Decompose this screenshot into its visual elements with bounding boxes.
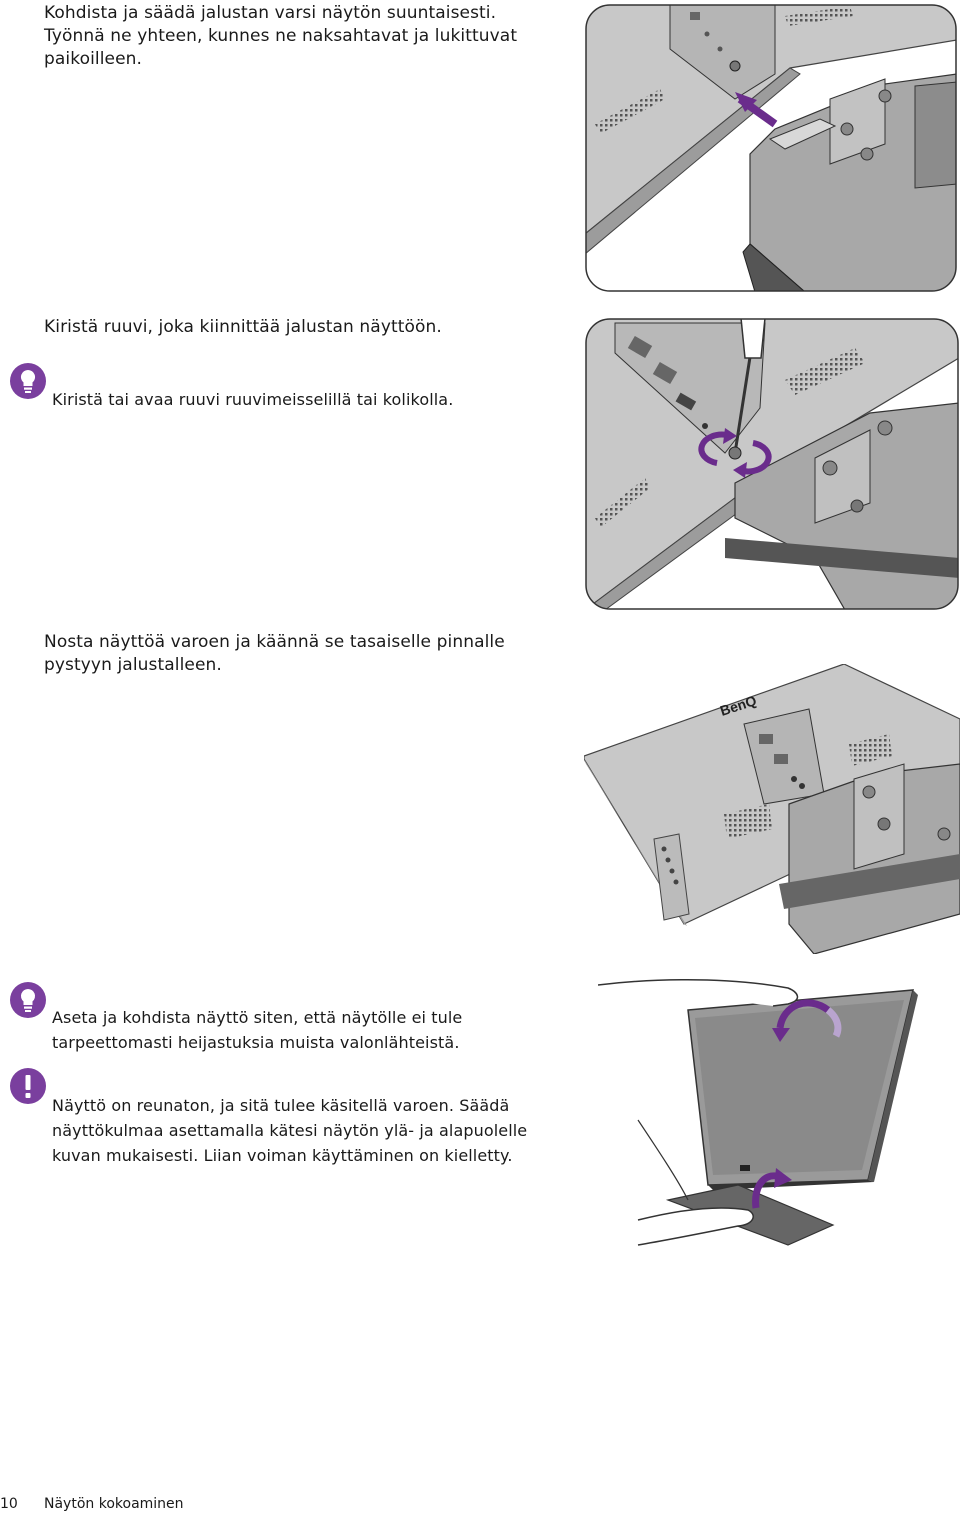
warning-line: näyttökulmaa asettamalla kätesi näytön y… xyxy=(52,1121,528,1140)
step1-instruction: Kohdista ja säädä jalustan varsi näytön … xyxy=(44,2,517,71)
screwdriver-illustration xyxy=(585,318,959,610)
step3-instruction: Nosta näyttöä varoen ja käännä se tasais… xyxy=(44,631,505,677)
tip2-line: tarpeettomasti heijastuksia muista valon… xyxy=(52,1033,460,1052)
step1-line: paikoilleen. xyxy=(44,49,143,69)
warning-line: kuvan mukaisesti. Liian voiman käyttämin… xyxy=(52,1146,513,1165)
tip2-text: Aseta ja kohdista näyttö siten, että näy… xyxy=(52,1005,462,1055)
tip-lightbulb-icon xyxy=(9,981,47,1019)
page-number: 10 xyxy=(0,1496,18,1512)
tip2-line: Aseta ja kohdista näyttö siten, että näy… xyxy=(52,1008,463,1027)
warning-text: Näyttö on reunaton, ja sitä tulee käsite… xyxy=(52,1093,527,1168)
stand-attach-illustration xyxy=(585,4,957,292)
step1-line: Työnnä ne yhteen, kunnes ne naksahtavat … xyxy=(44,26,518,46)
step2-instruction: Kiristä ruuvi, joka kiinnittää jalustan … xyxy=(44,317,442,337)
monitor-back-illustration: BenQ xyxy=(584,664,960,954)
step1-line: Kohdista ja säädä jalustan varsi näytön … xyxy=(44,3,497,23)
step3-line: pystyyn jalustalleen. xyxy=(44,655,222,675)
tip-lightbulb-icon xyxy=(9,362,47,400)
warning-line: Näyttö on reunaton, ja sitä tulee käsite… xyxy=(52,1096,510,1115)
warning-icon xyxy=(9,1067,47,1105)
tip-text: Kiristä tai avaa ruuvi ruuvimeisselillä … xyxy=(52,390,454,409)
tilt-adjust-illustration xyxy=(598,979,918,1246)
section-title: Näytön kokoaminen xyxy=(44,1496,184,1512)
step3-line: Nosta näyttöä varoen ja käännä se tasais… xyxy=(44,632,505,652)
